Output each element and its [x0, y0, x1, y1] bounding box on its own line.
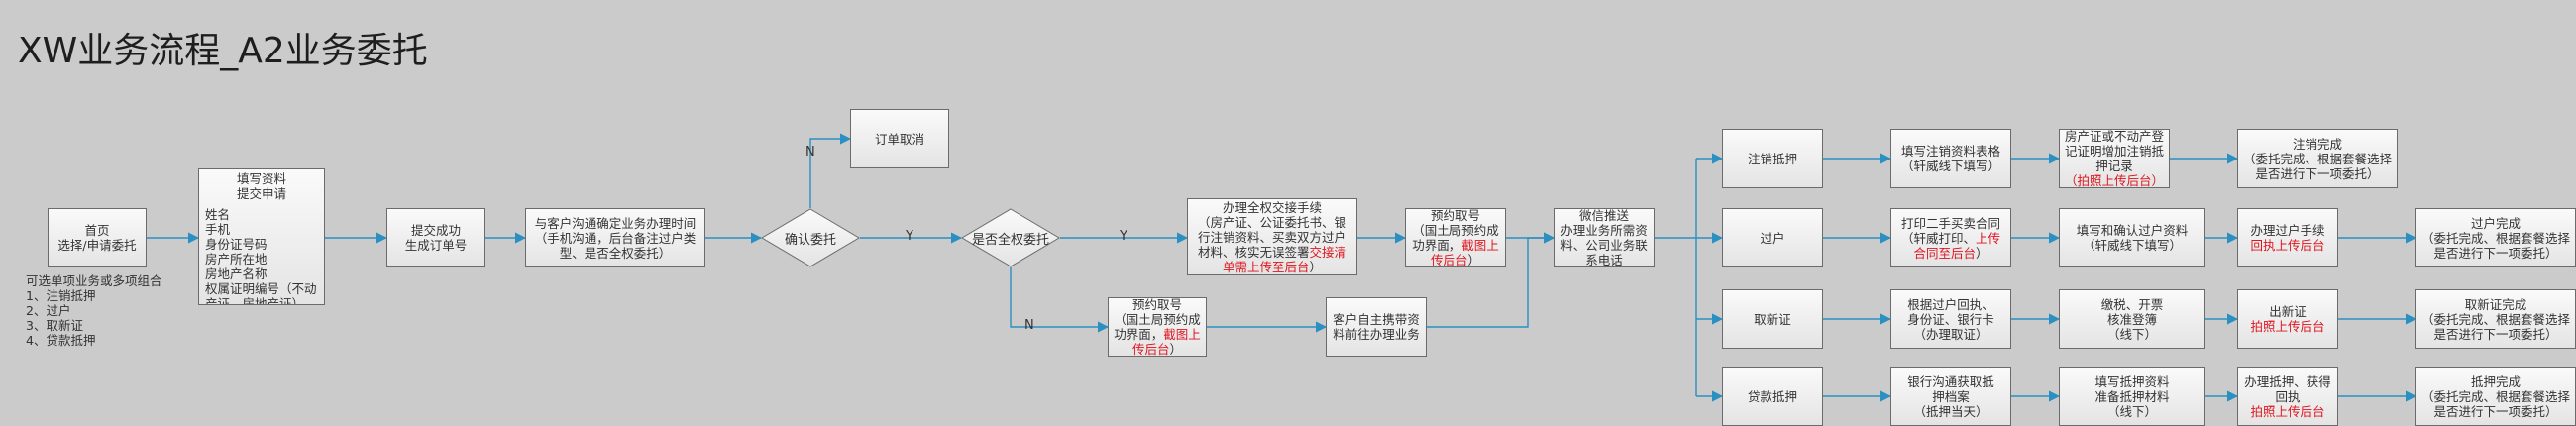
decision-confirm[interactable]: 确认委托	[761, 208, 860, 267]
node-transfer-handle[interactable]: 办理过户手续 回执上传后台	[2237, 208, 2338, 267]
node-submit-success[interactable]: 提交成功 生成订单号	[386, 208, 485, 267]
decision-full-auth-label: 是否全权委托	[971, 232, 1049, 248]
node-loan-bank[interactable]: 银行沟通获取抵 押档案 （抵押当天）	[1890, 367, 2011, 426]
node-full-handover[interactable]: 办理全权交接手续 （房产证、公证委托书、银 行注销资料、买卖双方过户 材料、核实…	[1187, 198, 1357, 275]
node-transfer-confirm[interactable]: 填写和确认过户资料 （轩威线下填写）	[2059, 208, 2205, 267]
node-newcert-get[interactable]: 出新证 拍照上传后台	[2237, 289, 2338, 349]
diamond-shape-confirm	[761, 208, 860, 267]
node-cat-transfer[interactable]: 过户	[1722, 208, 1823, 267]
node-cancel-fill[interactable]: 填写注销资料表格 （轩威线下填写）	[1890, 129, 2011, 188]
edge-label-yes-1: Y	[906, 229, 913, 244]
node-newcert-pay[interactable]: 缴税、开票 核准登簿 （线下）	[2059, 289, 2205, 349]
node-loan-fill[interactable]: 填写抵押资料 准备抵押材料 （线下）	[2059, 367, 2205, 426]
decision-confirm-label: 确认委托	[784, 232, 836, 248]
edge-label-no-bottom: N	[1024, 318, 1034, 333]
business-options-note: 可选单项业务或多项组合 1、注销抵押 2、过户 3、取新证 4、贷款抵押	[26, 273, 162, 348]
node-wechat-push[interactable]: 微信推送 办理业务所需资 料、公司业务联 系电话	[1554, 208, 1655, 267]
node-fill-info[interactable]: 填写资料 提交申请 姓名 手机 身份证号码 房产所在地 房地产名称 权属证明编号…	[198, 168, 325, 305]
node-cancel-register[interactable]: 房产证或不动产登 记证明增加注销抵 押记录 （拍照上传后台）	[2059, 129, 2170, 188]
node-loan-handle[interactable]: 办理抵押、获得 回执 拍照上传后台	[2237, 367, 2338, 426]
node-appointment-bottom[interactable]: 预约取号 （国土局预约成 功界面，截图上 传后台）	[1108, 297, 1207, 357]
edge-label-no-top: N	[805, 145, 815, 160]
edge-confirm-cancel	[809, 133, 852, 208]
diamond-shape-full-auth	[961, 208, 1060, 267]
node-newcert-done[interactable]: 取新证完成 （委托完成、根据套餐选择 是否进行下一项委托）	[2415, 289, 2576, 349]
node-cat-new-cert[interactable]: 取新证	[1722, 289, 1823, 349]
node-transfer-done[interactable]: 过户完成 （委托完成、根据套餐选择 是否进行下一项委托）	[2415, 208, 2576, 267]
edge-label-yes-2: Y	[1120, 229, 1127, 244]
node-order-cancel[interactable]: 订单取消	[850, 109, 949, 168]
node-appointment-top[interactable]: 预约取号 （国土局预约成 功界面，截图上 传后台）	[1405, 208, 1506, 267]
node-cat-cancel-mortgage[interactable]: 注销抵押	[1722, 129, 1823, 188]
decision-full-auth[interactable]: 是否全权委托	[961, 208, 1060, 267]
node-cancel-done[interactable]: 注销完成 （委托完成、根据套餐选择 是否进行下一项委托）	[2237, 129, 2398, 188]
node-cat-loan-mortgage[interactable]: 贷款抵押	[1722, 367, 1823, 426]
node-transfer-print[interactable]: 打印二手买卖合同 （轩威打印、上传 合同至后台）	[1890, 208, 2011, 267]
node-loan-done[interactable]: 抵押完成 （委托完成、根据套餐选择 是否进行下一项委托）	[2415, 367, 2576, 426]
node-self-bring[interactable]: 客户自主携带资 料前往办理业务	[1326, 297, 1427, 357]
node-communicate[interactable]: 与客户沟通确定业务办理时间 （手机沟通，后台备注过户类 型、是否全权委托）	[525, 208, 705, 267]
node-home[interactable]: 首页 选择/申请委托	[48, 208, 147, 267]
page-title: XW业务流程_A2业务委托	[18, 31, 428, 71]
node-newcert-proof[interactable]: 根据过户回执、 身份证、银行卡 （办理取证）	[1890, 289, 2011, 349]
